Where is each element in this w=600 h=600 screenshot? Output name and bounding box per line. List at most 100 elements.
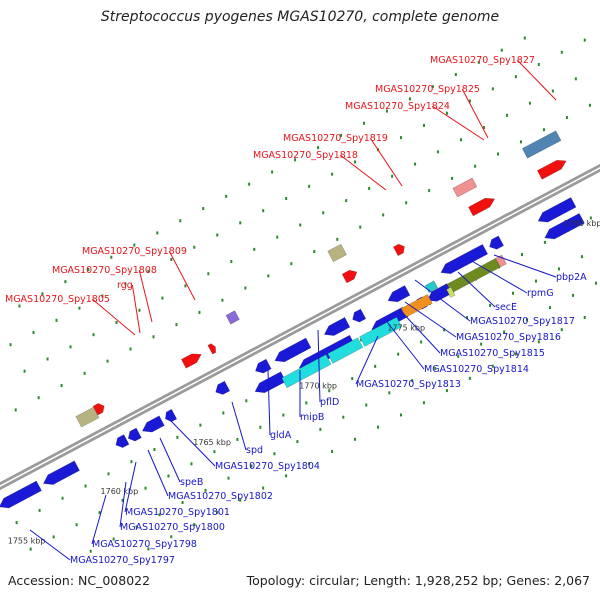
gene-label-forward: MGAS10270_Spy1825 <box>375 84 480 95</box>
tick-mark <box>267 274 270 278</box>
cds-reverse-shape <box>254 371 287 394</box>
tick-mark <box>317 146 320 150</box>
tick-mark <box>399 413 402 417</box>
cds-reverse <box>537 197 577 223</box>
leader-line <box>399 309 441 354</box>
cds-reverse-shape <box>274 337 312 363</box>
tick-mark <box>98 511 101 515</box>
cds-forward <box>207 343 217 355</box>
tick-mark <box>445 389 448 393</box>
leader-line <box>91 494 107 545</box>
tick-mark <box>170 257 173 261</box>
tick-mark <box>434 366 437 370</box>
tick-mark <box>198 310 201 314</box>
cds-reverse <box>215 380 231 395</box>
cds-forward-shape <box>392 243 405 257</box>
tick-mark <box>549 306 552 310</box>
cds-forward <box>536 159 567 180</box>
tick-mark <box>583 38 586 42</box>
tick-mark <box>129 347 132 351</box>
tick-mark <box>227 476 230 480</box>
tick-mark <box>236 437 239 441</box>
kbp-marker: 1775 kbp <box>387 324 425 333</box>
gene-label-reverse: pflD <box>320 397 339 408</box>
tick-mark <box>336 237 339 241</box>
tick-mark <box>296 440 299 444</box>
tick-mark <box>503 330 506 334</box>
kbp-marker: 1765 kbp <box>193 438 231 447</box>
cds-reverse-shape <box>164 408 178 423</box>
leader-line <box>369 137 403 187</box>
tick-mark <box>175 323 178 327</box>
tick-mark <box>221 298 224 302</box>
tick-mark <box>83 371 86 375</box>
tick-mark <box>328 389 331 393</box>
gene-label-reverse: speB <box>180 477 203 488</box>
tick-mark <box>551 89 554 93</box>
leader-line <box>138 269 153 323</box>
tick-mark <box>207 272 210 276</box>
tick-mark <box>147 547 150 551</box>
tick-mark <box>388 391 391 395</box>
gene-label-reverse: MGAS10270_Spy1813 <box>356 379 461 390</box>
tick-mark <box>69 345 72 349</box>
cds-reverse-shape <box>42 460 80 485</box>
cds-tan-shape <box>327 243 347 263</box>
tick-mark <box>523 36 526 40</box>
tick-mark <box>428 189 431 193</box>
tick-row <box>29 255 583 551</box>
tick-mark <box>52 535 55 539</box>
tick-mark <box>193 245 196 249</box>
tick-mark <box>574 77 577 81</box>
tick-mark <box>583 315 586 319</box>
tick-mark <box>176 435 179 439</box>
gene-label-reverse: spd <box>246 445 263 456</box>
cds-reverse-shape <box>387 285 411 303</box>
leader-line <box>91 298 136 336</box>
tick-mark <box>23 369 26 373</box>
tick-mark <box>181 500 184 504</box>
leader-line <box>404 301 457 338</box>
cds-violet-shape <box>225 310 240 325</box>
cds-reverse-shape <box>323 317 351 336</box>
gene-label-forward: MGAS10270_Spy1827 <box>430 55 535 66</box>
cds-reverse-shape <box>115 434 130 448</box>
tick-mark <box>542 128 545 132</box>
cds-reverse <box>141 415 165 433</box>
tick-mark <box>276 235 279 239</box>
tick-mark <box>101 294 104 298</box>
tick-mark <box>391 174 394 178</box>
cds-reverse <box>254 371 287 394</box>
tick-mark <box>489 303 492 307</box>
tick-mark <box>351 377 354 381</box>
cds-orange <box>400 293 433 318</box>
leader-line <box>469 259 528 294</box>
gene-label-reverse: rpmG <box>527 288 554 299</box>
gene-label-forward: MGAS10270_Spy1808 <box>52 265 157 276</box>
tick-mark <box>557 267 560 271</box>
tick-mark <box>414 162 417 166</box>
cds-reverse <box>0 480 42 509</box>
tick-mark <box>245 399 248 403</box>
tick-mark <box>244 286 247 290</box>
tick-mark <box>480 342 483 346</box>
cds-reverse <box>544 212 585 240</box>
tick-mark <box>382 213 385 217</box>
genome-backbone-core <box>0 167 600 487</box>
tick-mark <box>437 150 440 154</box>
tick-row <box>14 103 591 412</box>
tick-mark <box>78 306 81 310</box>
gene-label-reverse: MGAS10270_Spy1797 <box>70 555 175 566</box>
accession-text: Accession: NC_008022 <box>8 573 151 588</box>
leader-line <box>169 419 216 467</box>
tick-mark <box>41 292 44 296</box>
tick-mark <box>190 462 193 466</box>
tick-mark <box>491 87 494 91</box>
cds-reverse <box>440 243 489 275</box>
leader-line <box>29 529 71 561</box>
tick-mark <box>89 549 92 553</box>
tick-mark <box>580 255 583 259</box>
tick-mark <box>184 284 187 288</box>
leader-line <box>317 329 321 403</box>
leader-line <box>457 271 496 308</box>
